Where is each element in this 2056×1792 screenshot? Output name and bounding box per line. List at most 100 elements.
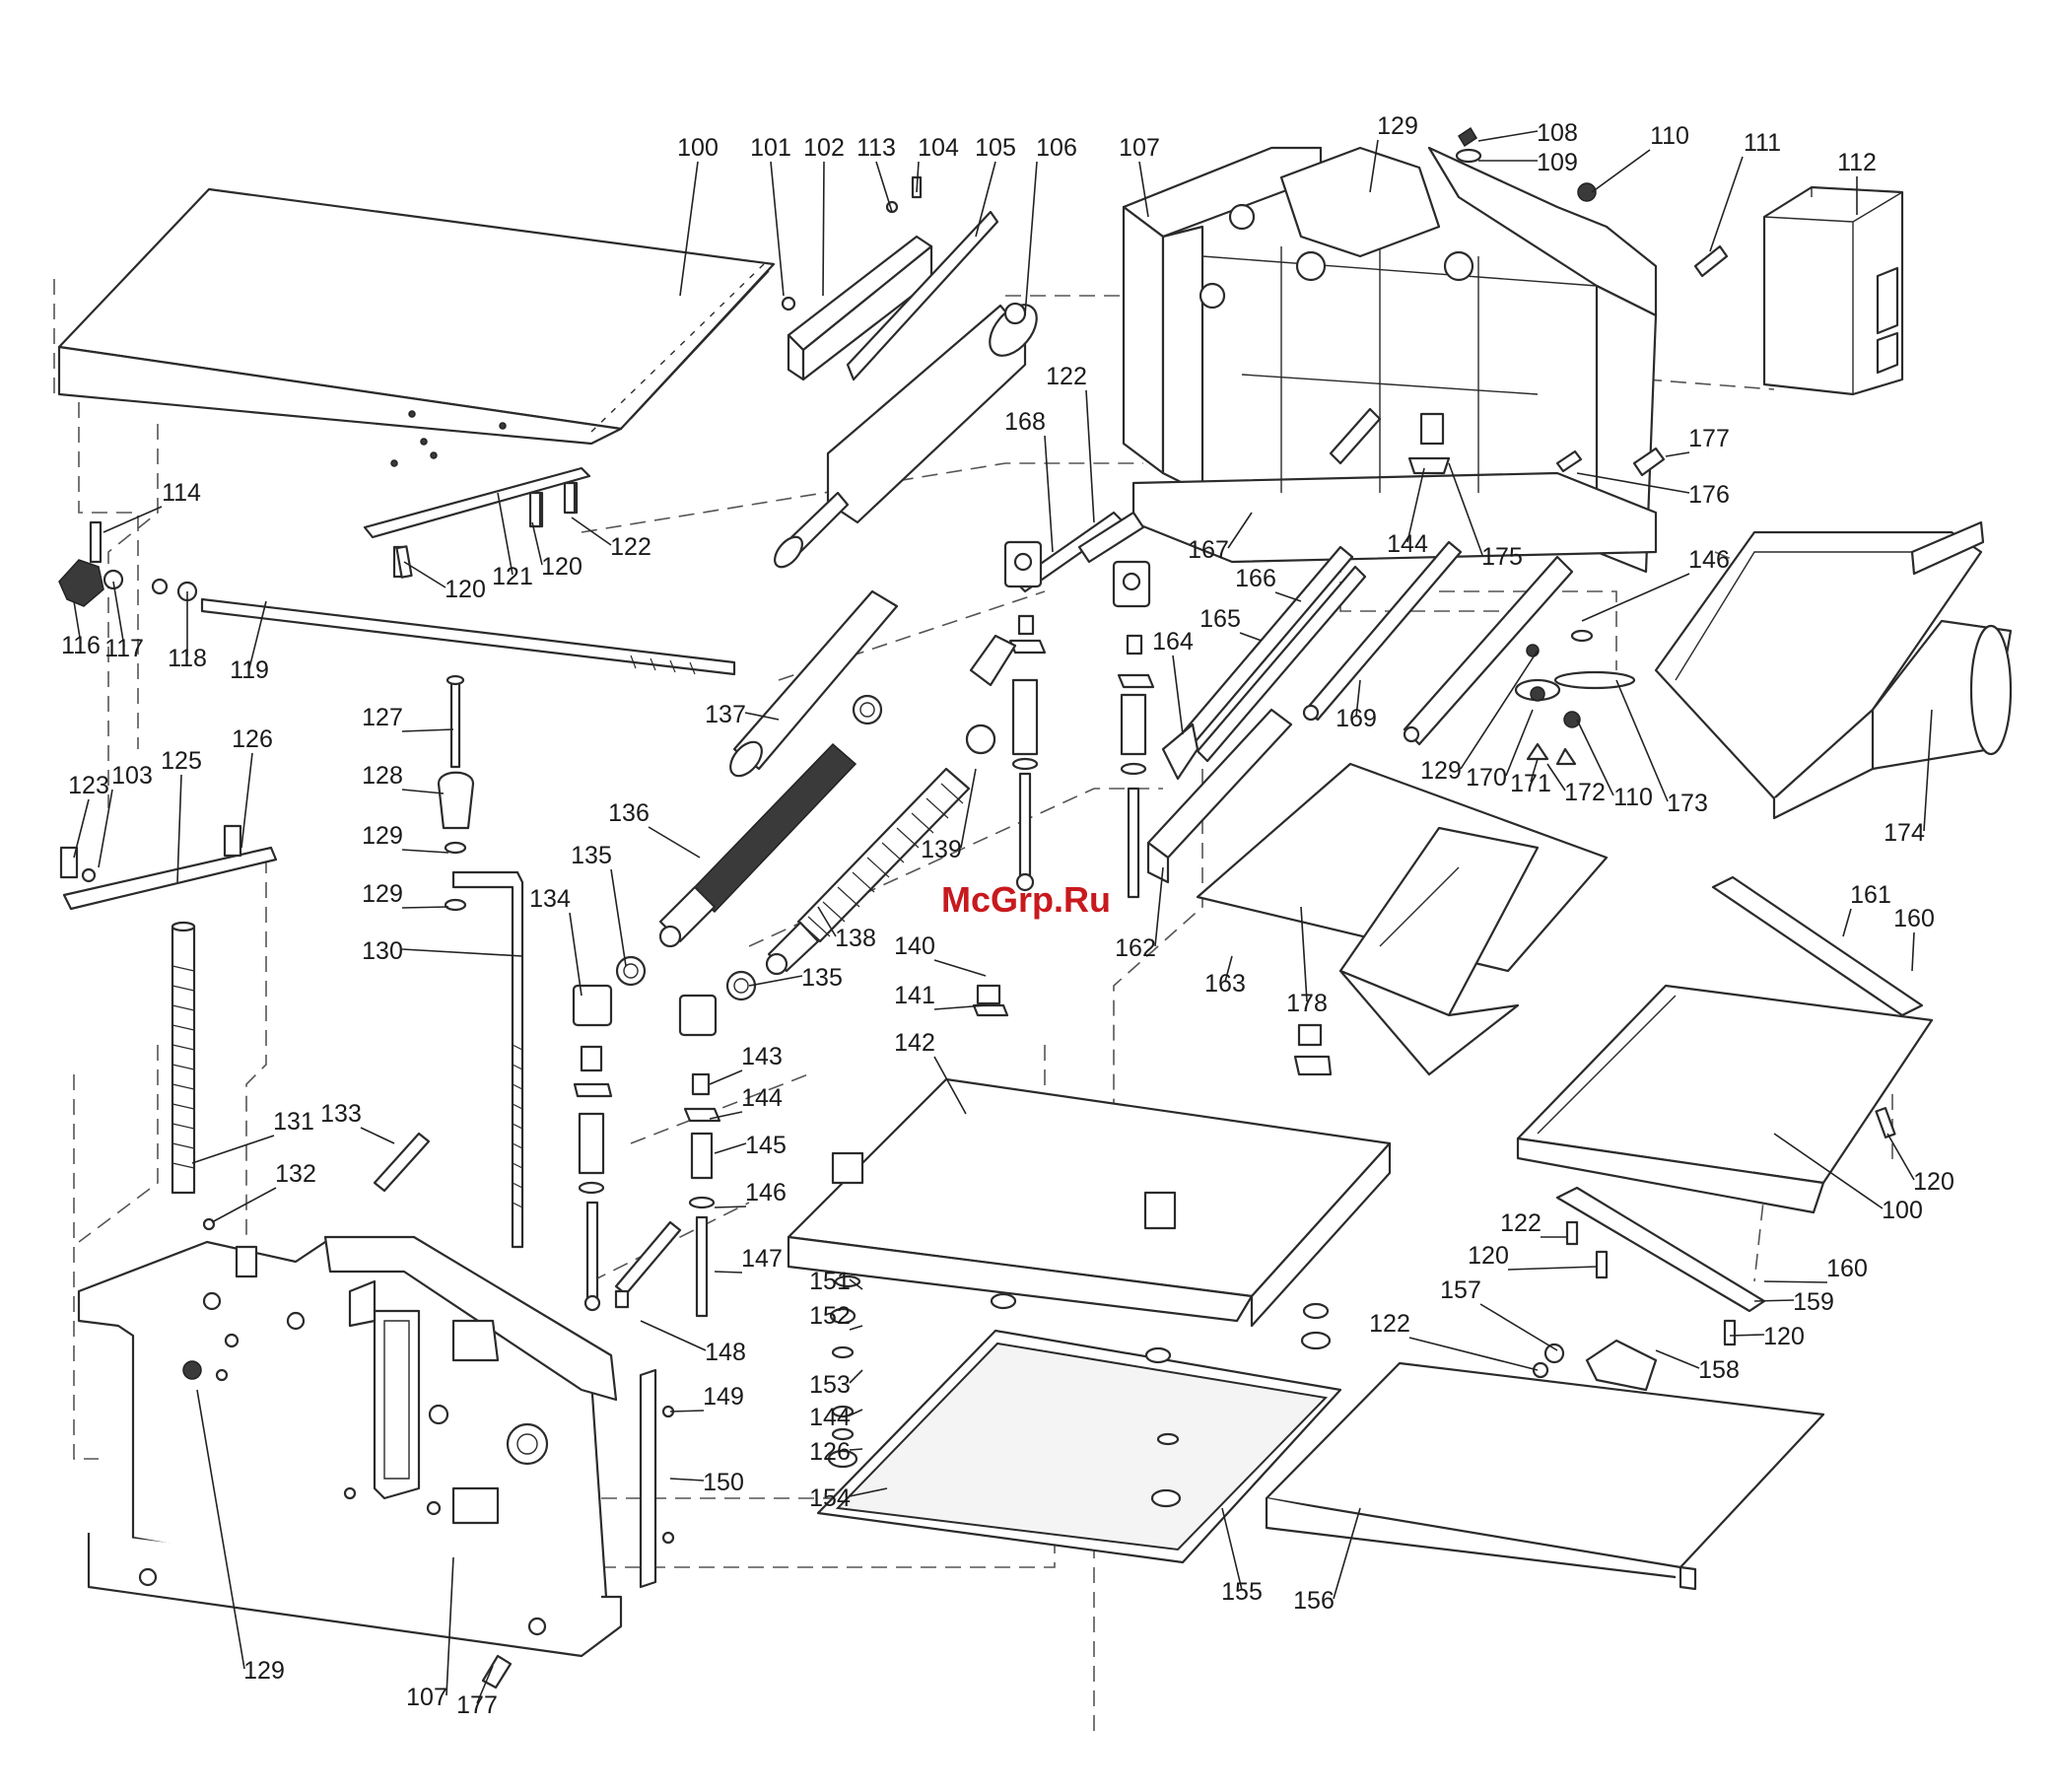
- leader-line: [1530, 758, 1539, 783]
- leader-line: [714, 1142, 747, 1154]
- leader-line: [1408, 1337, 1539, 1371]
- leader-line: [1576, 472, 1690, 494]
- chip-guard: [1196, 762, 1609, 1076]
- leader-line: [748, 975, 803, 987]
- part-number-label: 166: [1235, 565, 1276, 592]
- part-number-label: 170: [1466, 764, 1507, 792]
- leader-line: [1085, 389, 1095, 523]
- leader-line: [1224, 955, 1233, 983]
- leader-line: [1886, 1133, 1915, 1181]
- leader-line: [1239, 632, 1263, 642]
- knife-plate: [846, 210, 999, 381]
- part-number-label: 135: [571, 842, 612, 869]
- part-number-label: 126: [809, 1438, 851, 1466]
- part-number-label: 141: [894, 982, 935, 1009]
- part-number-label: 126: [232, 725, 273, 753]
- leader-line: [1172, 655, 1184, 735]
- part-number-label: 160: [1826, 1255, 1868, 1282]
- part-number-label: 162: [1115, 934, 1156, 962]
- part-number-label: 163: [1204, 970, 1246, 998]
- part-number-label: 139: [921, 836, 962, 863]
- part-number-label: 156: [1293, 1587, 1335, 1615]
- leader-line: [849, 1369, 863, 1384]
- leader-line: [1911, 931, 1915, 972]
- part-number-label: 129: [1420, 757, 1462, 785]
- leader-line: [73, 798, 90, 859]
- part-number-label: 147: [741, 1245, 783, 1273]
- leader-line: [196, 1389, 245, 1670]
- part-number-label: 146: [745, 1179, 787, 1206]
- leader-line: [176, 774, 182, 883]
- leader-line: [849, 1325, 863, 1331]
- leader-line: [401, 849, 449, 854]
- left-column-134: [572, 984, 613, 1312]
- leader-line: [1842, 908, 1852, 937]
- outfeed-roller-small: [729, 589, 996, 778]
- leader-line: [1154, 866, 1164, 947]
- part-number-label: 178: [1286, 990, 1328, 1017]
- part-number-label: 136: [608, 799, 650, 827]
- leader-line: [1477, 130, 1539, 142]
- screw-177-right: [1555, 447, 1666, 477]
- part-number-label: 155: [1221, 1578, 1263, 1606]
- leader-line: [933, 1004, 987, 1010]
- leader-line: [1591, 149, 1651, 193]
- leader-line: [770, 161, 785, 297]
- leader-line: [849, 1448, 863, 1451]
- screw-177-left: [481, 1654, 513, 1689]
- part-number-label: 174: [1884, 819, 1925, 847]
- leader-line: [1460, 650, 1539, 770]
- leader-line: [1333, 1507, 1361, 1600]
- part-number-label: 140: [894, 932, 935, 960]
- leader-line: [849, 1487, 888, 1497]
- part-number-label: 144: [809, 1404, 851, 1431]
- leader-line: [401, 906, 449, 909]
- leader-line: [103, 506, 163, 533]
- watermark-text: McGrp.Ru: [941, 879, 1111, 920]
- part-number-label: 164: [1152, 628, 1194, 655]
- part-number-label: 120: [1468, 1242, 1509, 1270]
- outfeed-bar: [1711, 875, 1924, 1017]
- part-number-label: 177: [456, 1691, 498, 1719]
- part-number-label: 119: [230, 656, 269, 684]
- part-number-label: 122: [1369, 1310, 1410, 1338]
- part-number-label: 172: [1564, 779, 1606, 806]
- leader-line: [476, 1665, 494, 1704]
- leader-line: [714, 1271, 743, 1274]
- leader-line: [1773, 1133, 1884, 1209]
- leader-line: [960, 768, 977, 849]
- center-bracket-plate: [969, 634, 1017, 687]
- part-number-label: 122: [1046, 363, 1087, 390]
- main-frame-right: [1122, 146, 1658, 574]
- part-number-label: 142: [894, 1029, 935, 1057]
- part-number-label: 109: [1537, 149, 1578, 176]
- leader-line: [916, 161, 920, 193]
- leader-line: [1729, 1334, 1765, 1337]
- leader-line: [401, 948, 523, 957]
- cutter-roller: [774, 302, 1038, 569]
- infeed-table: [57, 187, 776, 467]
- leader-line: [73, 600, 82, 645]
- part-number-label: 129: [362, 822, 403, 850]
- leader-line: [98, 789, 113, 868]
- leader-line: [191, 1135, 275, 1164]
- part-number-label: 129: [362, 880, 403, 908]
- leader-line: [1615, 679, 1669, 802]
- rear-rods: [1161, 540, 1574, 781]
- leader-line: [709, 1111, 743, 1120]
- leader-line: [709, 1069, 743, 1085]
- leader-line: [1505, 709, 1534, 777]
- leader-line: [1576, 719, 1614, 796]
- cutter-block-bar: [781, 175, 933, 381]
- leader-line: [679, 161, 699, 297]
- leader-line: [240, 752, 253, 849]
- rings-135: [615, 955, 757, 1001]
- leader-line: [112, 581, 125, 648]
- leader-line: [975, 161, 996, 238]
- part-number-label: 120: [445, 576, 486, 603]
- leader-line: [849, 1409, 863, 1416]
- part-number-label: 122: [610, 533, 651, 561]
- part-number-label: 160: [1893, 905, 1935, 932]
- part-number-label: 113: [857, 134, 896, 162]
